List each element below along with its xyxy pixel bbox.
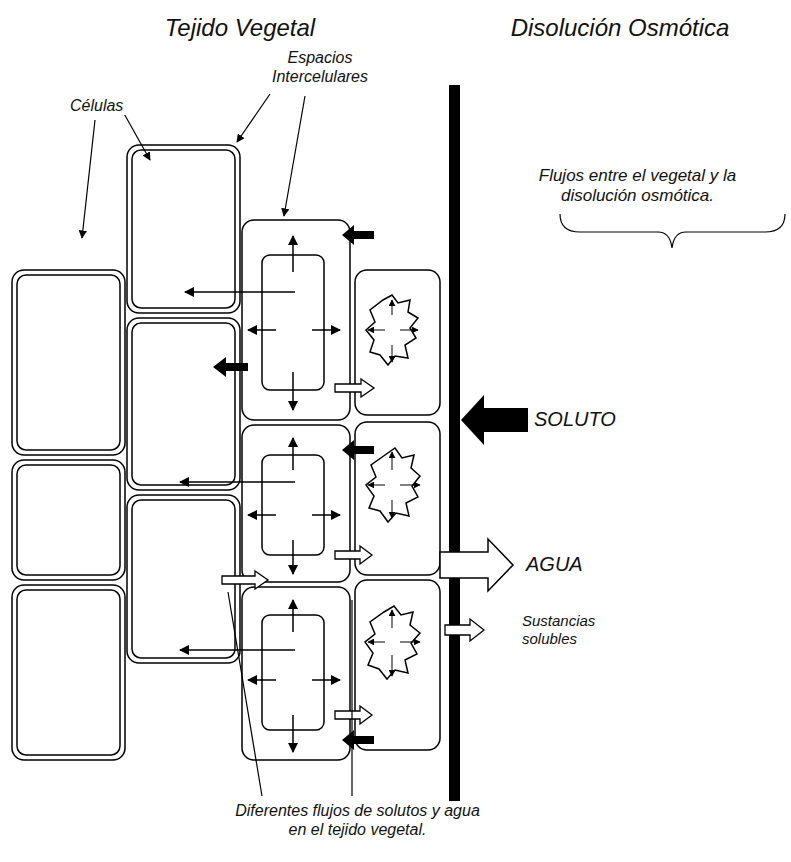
- note-label: Diferentes flujos de solutos y agua en e…: [225, 801, 490, 839]
- heading-label: Tejido Vegetal: [130, 14, 350, 43]
- flux-label: SOLUTO: [534, 407, 644, 431]
- flux-label: Sustancias solubles: [522, 612, 632, 648]
- heading-label: Disolución Osmótica: [470, 14, 770, 43]
- flux-label: AGUA: [526, 552, 616, 576]
- part-label: Espacios Intercelulares: [255, 48, 385, 86]
- part-label: Células: [70, 96, 150, 115]
- note-label: Flujos entre el vegetal y la disolución …: [505, 166, 770, 207]
